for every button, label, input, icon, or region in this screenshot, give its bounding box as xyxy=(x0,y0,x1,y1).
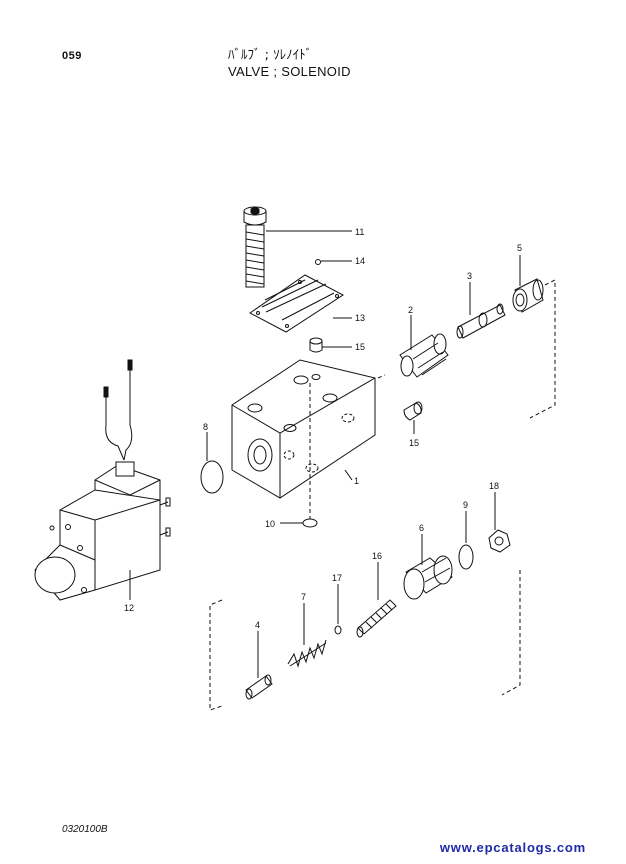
callout-8: 8 xyxy=(203,422,208,432)
part-10-o-ring xyxy=(302,518,318,528)
part-11-bolt xyxy=(243,206,267,288)
callout-16: 16 xyxy=(372,551,382,561)
part-15-plug-right xyxy=(403,401,423,421)
part-17-ball xyxy=(334,625,342,635)
callout-13: 13 xyxy=(355,313,365,323)
title-english: VALVE ; SOLENOID xyxy=(228,64,351,79)
part-6-piston xyxy=(403,555,453,600)
part-8-o-ring xyxy=(200,460,224,494)
callout-15b: 15 xyxy=(409,438,419,448)
assembly-guide-right xyxy=(529,279,556,419)
callout-15a: 15 xyxy=(355,342,365,352)
callout-10: 10 xyxy=(265,519,275,529)
assembly-guide-bottom-right xyxy=(501,570,521,696)
part-16-threaded-pin xyxy=(356,599,397,638)
assembly-guide-left xyxy=(209,599,223,711)
callout-14: 14 xyxy=(355,256,365,266)
callout-12: 12 xyxy=(124,603,134,613)
part-13-plate xyxy=(249,274,344,333)
callout-2: 2 xyxy=(408,305,413,315)
callout-18: 18 xyxy=(489,481,499,491)
part-15-plug-top xyxy=(309,337,323,353)
part-2-spool xyxy=(399,333,449,378)
page-number: 059 xyxy=(62,50,82,62)
part-7-spring xyxy=(287,639,327,668)
callout-4: 4 xyxy=(255,620,260,630)
watermark: www.epcatalogs.com xyxy=(439,840,586,855)
part-18-nut xyxy=(488,529,511,553)
part-9-disc xyxy=(458,544,474,570)
part-5-sleeve xyxy=(512,278,544,313)
part-4-pin xyxy=(245,674,273,700)
callout-1: 1 xyxy=(354,476,359,486)
title-japanese: ﾊﾞﾙﾌﾞ ; ｿﾚﾉｲﾄﾞ xyxy=(228,48,313,63)
callout-9: 9 xyxy=(463,500,468,510)
leader-1 xyxy=(344,469,353,481)
callout-11: 11 xyxy=(355,227,364,237)
callout-3: 3 xyxy=(467,271,472,281)
part-3-stem xyxy=(456,303,506,339)
callout-6: 6 xyxy=(419,523,424,533)
drawing-code: 0320100B xyxy=(62,824,108,835)
part-12-solenoid xyxy=(34,359,171,601)
callout-7: 7 xyxy=(301,592,306,602)
callout-17: 17 xyxy=(332,573,342,583)
part-1-valve-body xyxy=(231,359,376,499)
part-14-screw xyxy=(315,259,321,265)
callout-5: 5 xyxy=(517,243,522,253)
